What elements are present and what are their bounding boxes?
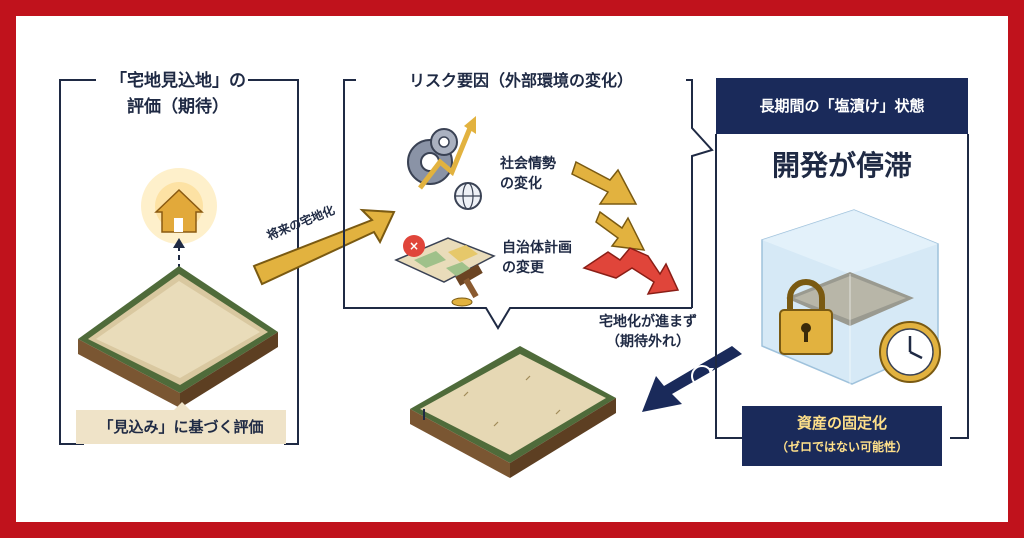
left-title: 「宅地見込地」の 評価（期待） — [88, 68, 268, 120]
factor-social-line1: 社会情勢 — [500, 156, 556, 172]
land-plot-left — [78, 266, 278, 408]
label-pointer — [174, 402, 190, 410]
factor-municipal: 自治体計画 の変更 — [502, 238, 572, 278]
clock-icon — [879, 321, 941, 383]
right-big-title: 開発が停滞 — [771, 149, 912, 182]
canvas: × — [16, 16, 1008, 522]
left-bottom-label: 「見込み」に基づく評価 — [98, 418, 264, 436]
badge-line1: 資産の固定化 — [796, 414, 887, 432]
gears-trend-icon — [407, 116, 482, 210]
svg-text:×: × — [409, 239, 419, 253]
zigzag-arrows-icon — [571, 160, 680, 295]
left-title-line1: 「宅地見込地」の — [110, 71, 246, 91]
house-icon — [141, 168, 217, 244]
left-bottom-label-bg — [76, 410, 286, 444]
factor-municipal-line2: の変更 — [502, 260, 544, 276]
main-arrow-icon — [252, 208, 396, 298]
badge: 資産の固定化 （ゼロではない可能性） — [742, 410, 942, 458]
padlock-icon — [779, 279, 833, 355]
land-plot-empty — [410, 346, 616, 478]
result-text: 宅地化が進まず （期待外れ） — [588, 312, 708, 352]
return-arrow-icon — [642, 346, 742, 412]
factor-municipal-line1: 自治体計画 — [502, 240, 572, 256]
badge-line2: （ゼロではない可能性） — [775, 440, 908, 454]
result-line2: （期待外れ） — [606, 334, 690, 350]
factor-social: 社会情勢 の変化 — [500, 154, 556, 194]
diagram-graphics: × — [59, 78, 969, 478]
right-header: 長期間の「塩漬け」状態 — [759, 97, 925, 115]
right-box-frame — [715, 134, 969, 439]
middle-title: リスク要因（外部環境の変化） — [356, 68, 686, 94]
left-title-line2: 評価（期待） — [127, 97, 229, 117]
factor-social-line2: の変化 — [500, 176, 542, 192]
right-header-bg — [716, 78, 968, 134]
map-gavel-icon: × — [394, 235, 496, 307]
result-line1: 宅地化が進まず — [599, 314, 697, 330]
badge-bg — [742, 406, 942, 466]
